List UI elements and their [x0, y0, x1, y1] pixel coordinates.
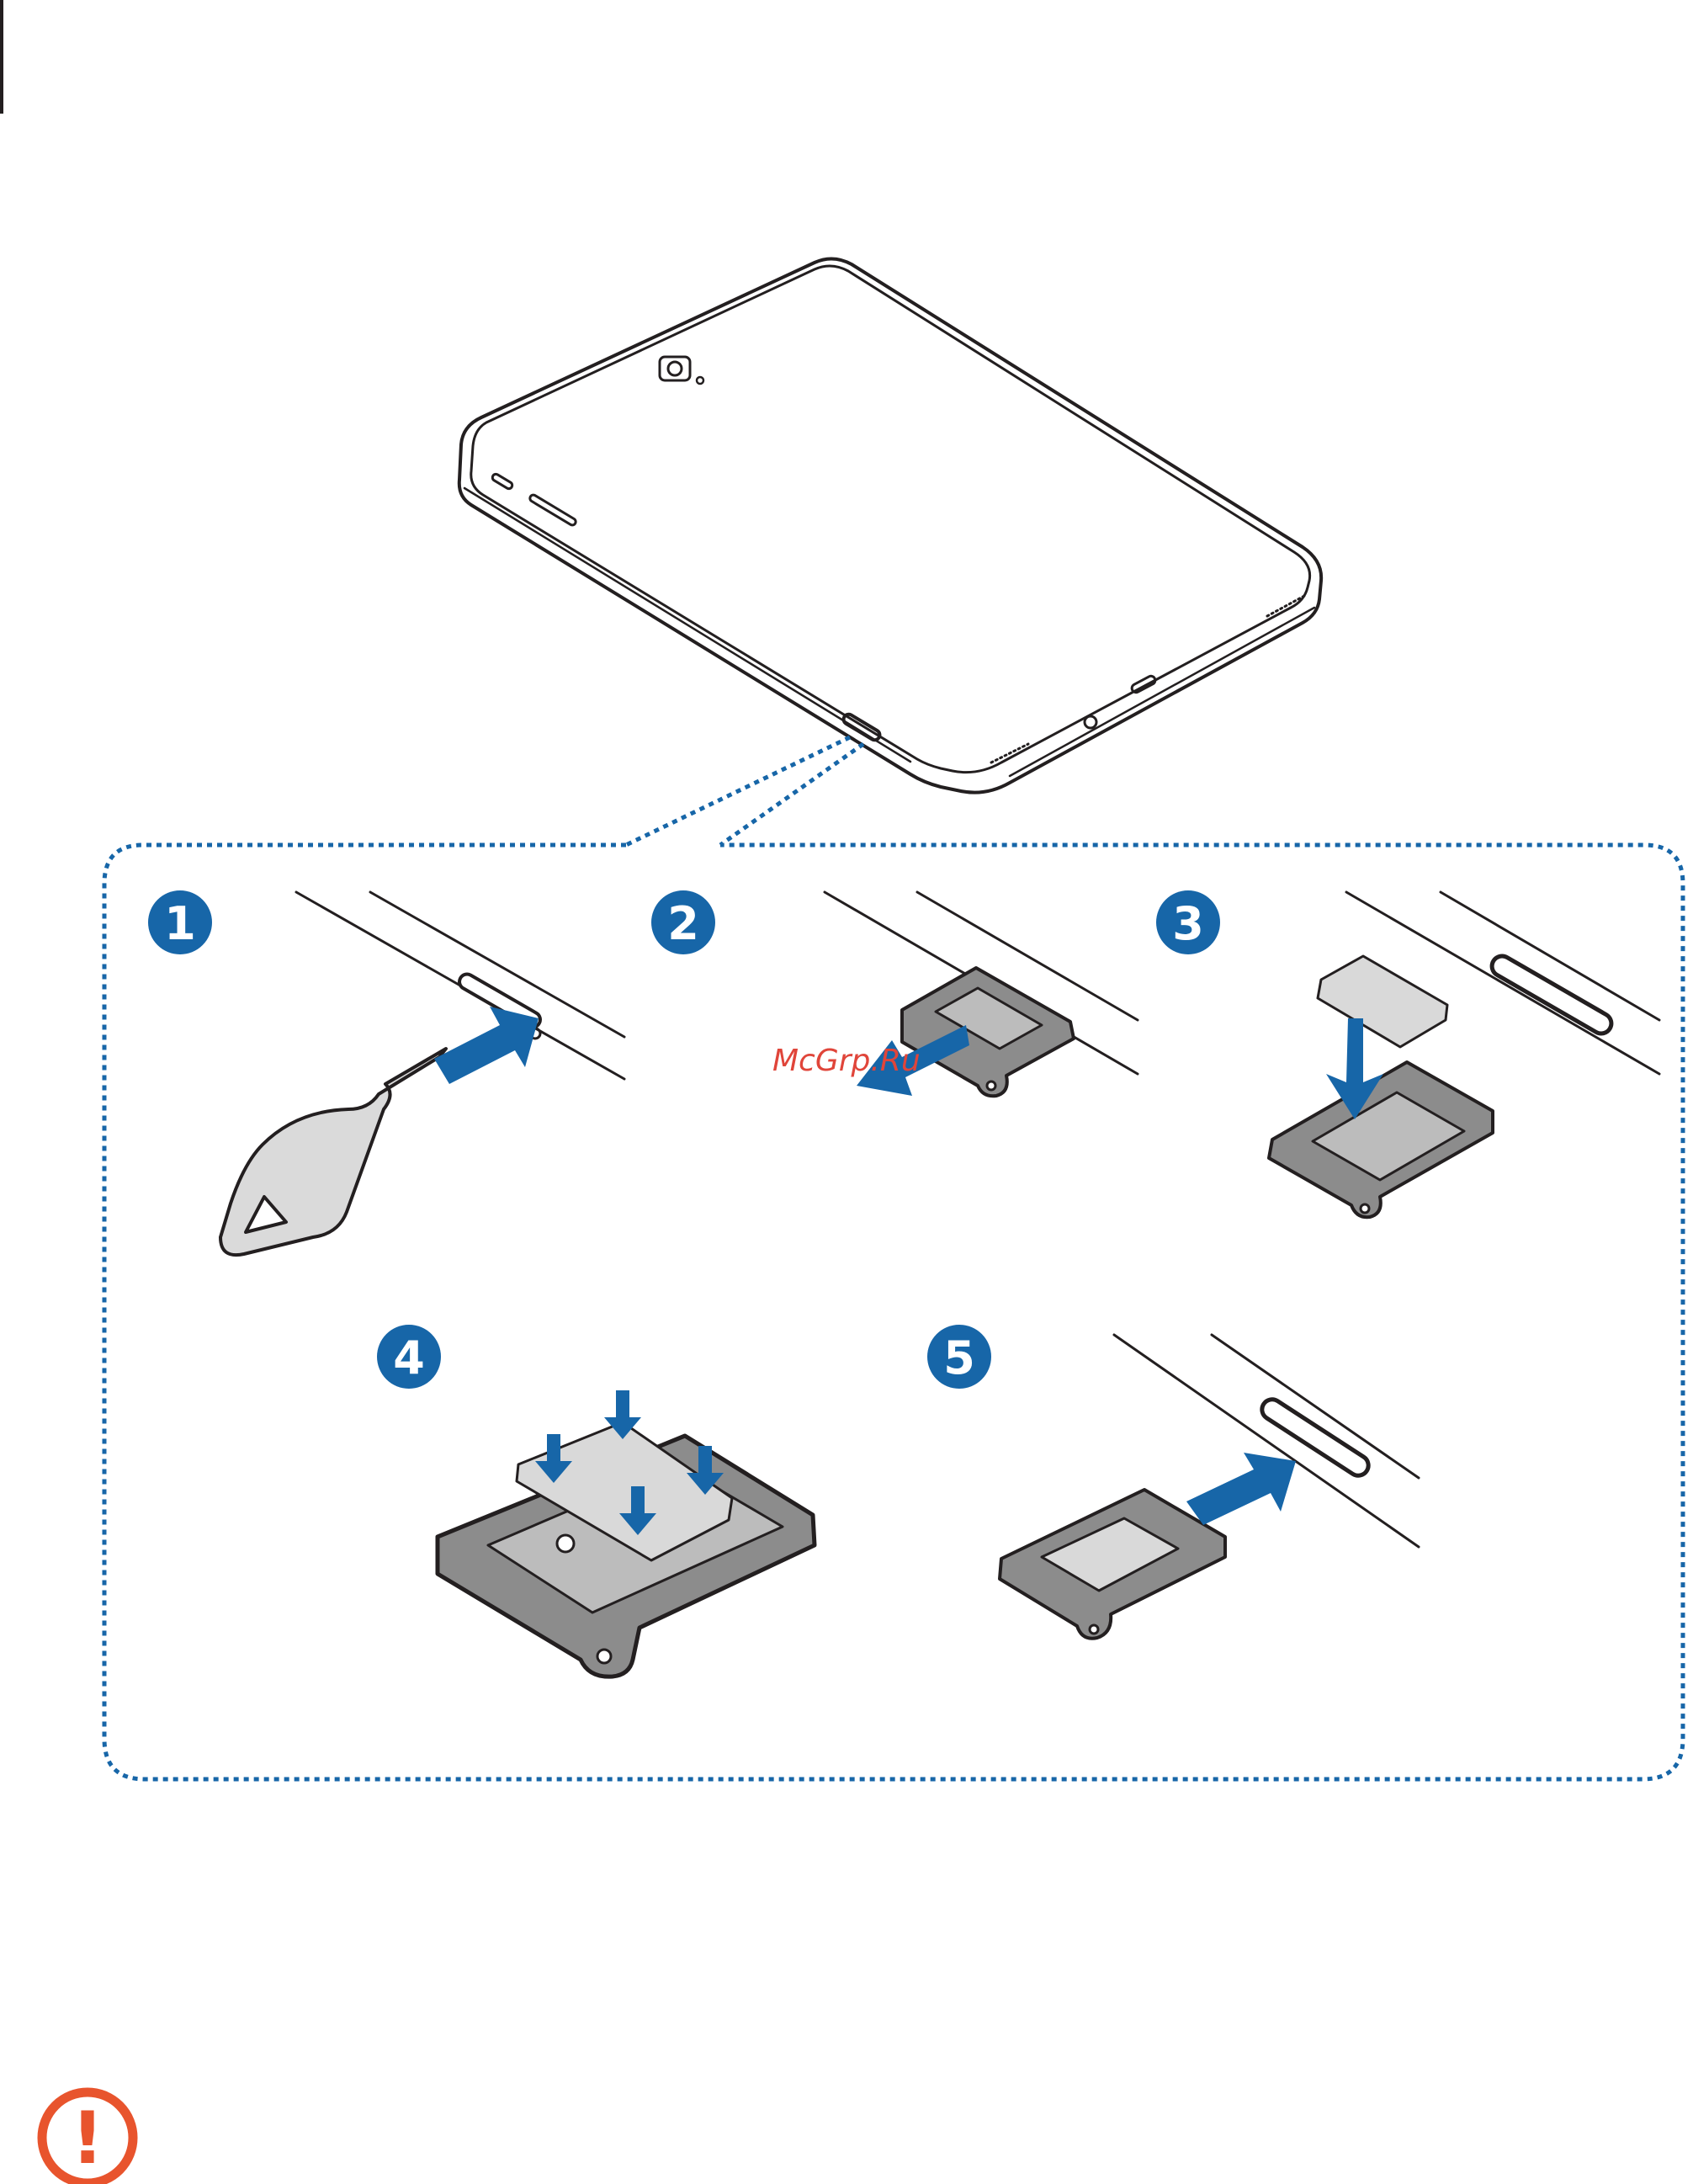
steps-panel-border [104, 845, 1683, 1779]
tablet-outer-body [459, 258, 1321, 792]
step-badge-1: 1 [148, 890, 212, 954]
step-1-insert-arrow [434, 1007, 539, 1084]
caution-icon: ! [42, 2092, 133, 2183]
step-badge-5: 5 [927, 1325, 991, 1389]
step-5-edge-line-b [1212, 1335, 1419, 1478]
step-number-4: 4 [393, 1331, 425, 1384]
step-1-illustration [220, 892, 624, 1255]
step-number-3: 3 [1172, 897, 1204, 950]
tablet-illustration [459, 258, 1321, 792]
step-4-illustration [438, 1422, 815, 1677]
step-number-2: 2 [667, 897, 699, 950]
caution-mark: ! [71, 2096, 103, 2181]
step-number-5: 5 [943, 1331, 975, 1384]
zoom-connector-lines [626, 737, 863, 845]
step-badge-2: 2 [651, 890, 715, 954]
step-badge-3: 3 [1156, 890, 1220, 954]
step-5-insert-arrow [1186, 1453, 1296, 1525]
page-edge-bar [0, 0, 3, 114]
step-badge-4: 4 [377, 1325, 441, 1389]
step-3-card [1318, 956, 1447, 1047]
step-3-illustration [1269, 892, 1659, 1217]
step-5-illustration [1000, 1335, 1419, 1639]
step-number-1: 1 [164, 897, 196, 950]
watermark-text: McGrp.Ru [772, 1044, 921, 1078]
step-3-slot [1489, 953, 1616, 1038]
